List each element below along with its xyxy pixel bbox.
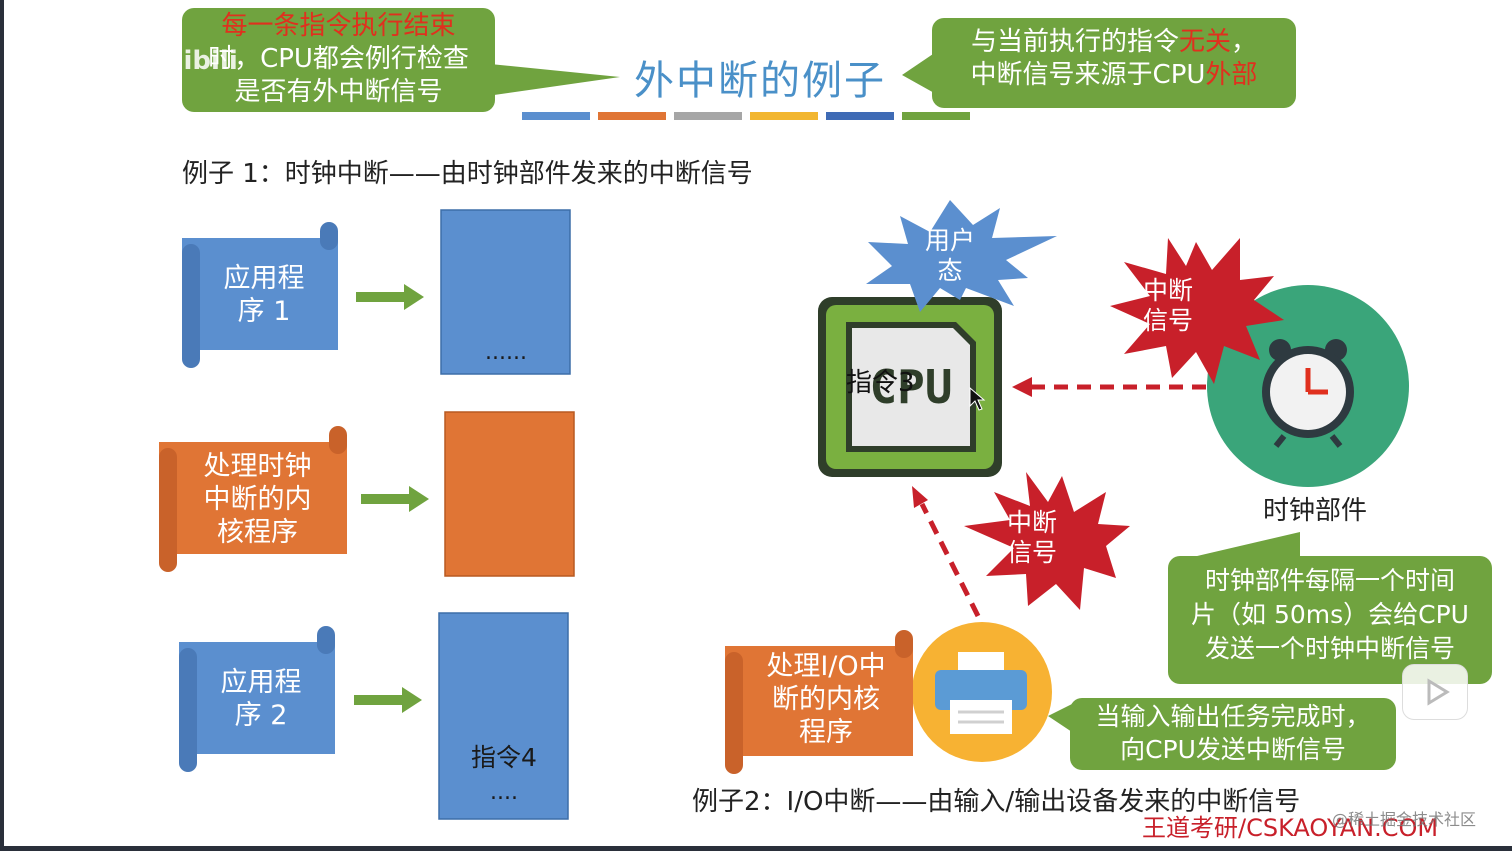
printer-icon <box>912 622 1052 762</box>
left-column-graphics <box>159 209 575 820</box>
cpu-chip-icon <box>818 297 1002 477</box>
callout-clock: 时钟部件每隔一个时间 片（如 50ms）会给CPU 发送一个时钟中断信号 <box>1168 556 1492 684</box>
scroll-kernel-clock-shape <box>159 426 347 572</box>
title-color-bar-2 <box>598 112 666 120</box>
dashed-arrow-printer-to-cpu <box>912 486 981 618</box>
title-color-bar-5 <box>826 112 894 120</box>
title-color-bar-6 <box>902 112 970 120</box>
arrow-1 <box>356 284 424 310</box>
watermark-community: @稀土掘金技术社区 <box>1332 810 1477 829</box>
burst-user-mode-shape <box>866 200 1057 312</box>
watermark-site: 王道考研/CSKAOYAN.COM <box>1142 814 1439 842</box>
scroll-kernel-io-shape <box>725 630 913 774</box>
scroll-app1: 应用程 序 1 <box>223 263 305 327</box>
burst-interrupt-1-shape <box>1110 238 1284 384</box>
callout-right-line1: 与当前执行的指令无关， <box>970 27 1258 57</box>
title-color-bar-1 <box>522 112 590 120</box>
arrow-3 <box>354 687 422 713</box>
title-color-bar-3 <box>674 112 742 120</box>
burst-user-mode: 用户 态 <box>924 226 975 285</box>
memory-block-3-dots: .... <box>490 780 518 805</box>
burst-interrupt-1: 中断 信号 <box>1142 276 1193 335</box>
mouse-cursor-icon <box>969 386 986 411</box>
callout-left-line3: 是否有外中断信号 <box>234 77 443 107</box>
callout-left-line2: 时，CPU都会例行检查 <box>208 44 469 74</box>
arrow-2 <box>361 486 429 512</box>
callout-right: 与当前执行的指令无关， 中断信号来源于CPU外部 <box>932 18 1296 108</box>
dashed-arrow-clock-to-cpu <box>1012 377 1206 397</box>
callout-left-tail <box>480 63 620 97</box>
burst-interrupt-2-shape <box>964 472 1130 610</box>
scroll-kernel-clock: 处理时钟 中断的内 核程序 <box>203 451 312 548</box>
callout-clock-tail <box>1180 532 1300 560</box>
clock-label: 时钟部件 <box>1262 496 1367 526</box>
callout-left: 每一条指令执行结束 时，CPU都会例行检查 是否有外中断信号 <box>182 8 495 112</box>
video-frame-bottom-edge <box>0 846 1512 851</box>
memory-block-1-text: ...... <box>485 340 527 365</box>
callout-io: 当输入输出任务完成时， 向CPU发送中断信号 <box>1070 698 1396 770</box>
scroll-app1-shape <box>182 222 338 368</box>
page-title: 外中断的例子 <box>634 58 886 104</box>
callout-right-tail <box>902 52 936 94</box>
scroll-app2: 应用程 序 2 <box>220 667 302 731</box>
cpu-label: CPU <box>869 360 953 414</box>
right-side-graphics <box>725 200 1409 774</box>
memory-block-3-label: 指令4 <box>471 743 537 772</box>
title-color-bar-4 <box>750 112 818 120</box>
title-color-bars <box>522 112 974 120</box>
watermark-bilibili: 王道论坛 bilibili <box>34 46 238 76</box>
video-frame-left-edge <box>0 0 4 851</box>
video-play-button[interactable] <box>1402 664 1468 720</box>
scroll-app2-shape <box>179 626 335 772</box>
callout-left-line1: 每一条指令执行结束 <box>221 11 456 41</box>
callout-io-tail <box>1048 704 1072 732</box>
scroll-kernel-io: 处理I/O中 断的内核 程序 <box>766 651 886 748</box>
cpu-overlay-instruction: 指令3 <box>846 368 915 398</box>
play-icon <box>1427 678 1450 706</box>
callout-right-line2: 中断信号来源于CPU外部 <box>970 60 1258 90</box>
example1-heading: 例子 1：时钟中断——由时钟部件发来的中断信号 <box>182 159 753 189</box>
clock-icon <box>1207 285 1409 487</box>
example2-heading: 例子2：I/O中断——由输入/输出设备发来的中断信号 <box>692 787 1301 817</box>
burst-interrupt-2: 中断 信号 <box>1006 508 1057 567</box>
